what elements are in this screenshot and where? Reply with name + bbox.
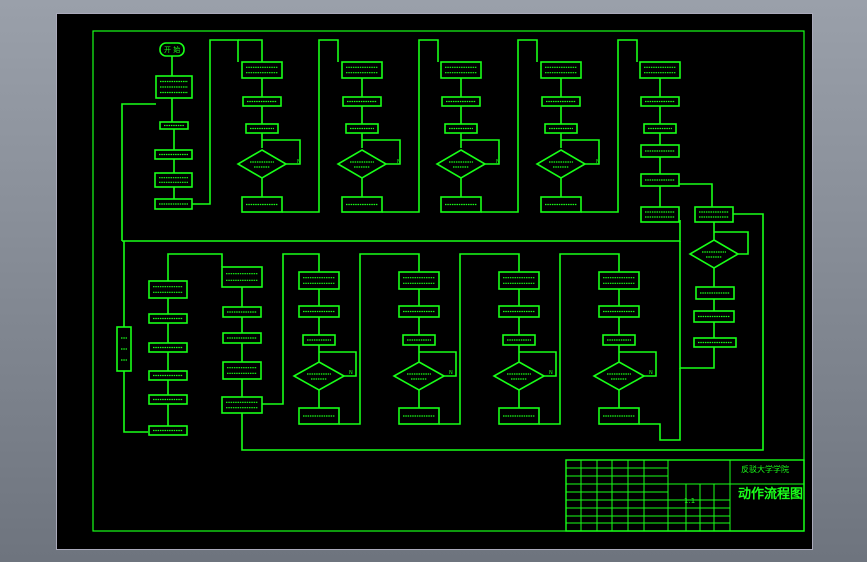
process-box [598, 407, 640, 425]
connector-line [539, 253, 620, 425]
process-box [148, 280, 188, 299]
connector-line [362, 139, 401, 165]
connector-line [619, 351, 657, 377]
condition-n-label: N [596, 159, 600, 165]
process-box [398, 407, 440, 425]
condition-n-label: N [297, 159, 301, 165]
condition-n-label: N [549, 370, 553, 376]
process-box [221, 396, 263, 414]
process-box [440, 61, 482, 79]
decision-diamond [492, 361, 546, 391]
process-box [639, 61, 681, 79]
connector-line [519, 351, 557, 377]
connector-line [481, 39, 538, 213]
scale-ratio: 1:1 [684, 497, 696, 505]
connector-line [382, 39, 439, 213]
process-box [540, 196, 582, 213]
connector-line [679, 241, 715, 369]
connector-line [461, 139, 500, 165]
connector-line [639, 368, 681, 441]
connector-line [262, 139, 301, 165]
connector-line [419, 351, 457, 377]
process-box [298, 407, 340, 425]
process-box [440, 196, 482, 213]
connector-line [262, 253, 320, 405]
process-box [241, 196, 283, 213]
connector-line [121, 103, 156, 241]
process-box [598, 271, 640, 290]
condition-n-label: N [449, 370, 453, 376]
process-box [222, 361, 262, 380]
connector-line [714, 231, 749, 255]
process-box [298, 271, 340, 290]
condition-n-label: N [496, 159, 500, 165]
condition-n-label: N [397, 159, 401, 165]
process-box [221, 266, 263, 288]
decision-diamond [435, 149, 487, 179]
condition-n-label: N [649, 370, 653, 376]
connector-line [123, 371, 148, 433]
connector-line [122, 220, 681, 242]
condition-n-label: N [349, 370, 353, 376]
connector-line [581, 39, 638, 213]
connector-line [282, 39, 339, 213]
decision-diamond [688, 239, 740, 269]
process-box [341, 196, 383, 213]
connector-line [679, 183, 713, 207]
connector-line [319, 351, 357, 377]
title-block-frame [565, 459, 805, 532]
decision-diamond [592, 361, 646, 391]
process-box [341, 61, 383, 79]
start-label: 开 始 [164, 45, 180, 54]
connector-line [561, 139, 600, 165]
decision-diamond [292, 361, 346, 391]
drawing-title: 动作流程图 [738, 487, 804, 502]
connector-line [167, 253, 223, 281]
process-box [241, 61, 283, 79]
drawing-border [92, 30, 805, 532]
process-box [398, 271, 440, 290]
process-box [694, 206, 734, 223]
decision-diamond [336, 149, 388, 179]
decision-diamond [392, 361, 446, 391]
connector-line [192, 39, 239, 205]
school-name: 反驳大学学院 [741, 465, 789, 474]
connector-line [339, 253, 420, 425]
connector-line [241, 213, 764, 451]
decision-diamond [535, 149, 587, 179]
process-box [498, 271, 540, 290]
process-box [154, 172, 193, 188]
process-box [640, 206, 680, 223]
decision-diamond [236, 149, 288, 179]
connector-line [439, 253, 520, 425]
process-box [498, 407, 540, 425]
connector-line [238, 39, 263, 62]
process-box [540, 61, 582, 79]
